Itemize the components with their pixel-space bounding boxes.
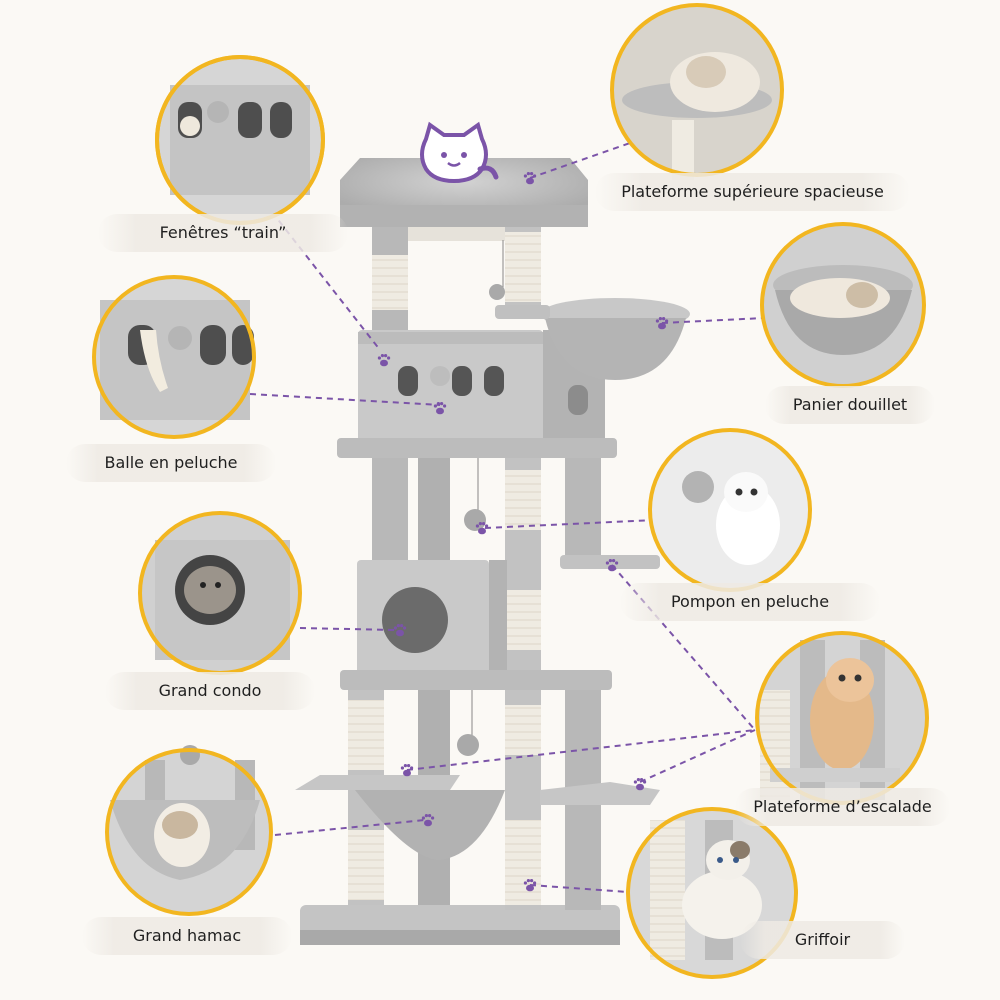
detail-photo-climbing-platform	[755, 631, 929, 805]
detail-circles	[92, 3, 929, 979]
label-large-hammock: Grand hamac	[82, 917, 292, 955]
train-windows-box	[358, 330, 543, 445]
large-hammock	[295, 775, 460, 790]
paw-icon	[400, 764, 414, 777]
detail-photo-plush-ball	[92, 275, 256, 439]
paw-icon	[377, 354, 391, 367]
top-platform	[340, 158, 588, 218]
scratching-post-1	[372, 255, 408, 310]
label-train-windows: Fenêtres “train”	[98, 214, 348, 252]
detail-photo-large-hammock	[105, 745, 273, 916]
label-plush-pompom: Pompon en peluche	[620, 583, 880, 621]
paw-icon	[633, 778, 647, 791]
connector-lines	[249, 142, 765, 893]
label-scratching-post: Griffoir	[740, 921, 905, 959]
label-large-condo: Grand condo	[105, 672, 315, 710]
cat-face-icon	[420, 121, 499, 184]
paw-icon	[523, 879, 537, 892]
detail-photo-large-condo	[138, 511, 302, 675]
paw-icon	[393, 624, 407, 637]
label-plush-ball: Balle en peluche	[66, 444, 276, 482]
climbing-platform	[540, 782, 660, 805]
label-cozy-basket: Panier douillet	[765, 386, 935, 424]
detail-photo-train-windows	[155, 55, 325, 225]
paw-icon	[655, 317, 669, 330]
paw-icon	[421, 814, 435, 827]
cat-tree	[295, 158, 690, 945]
paw-icon	[433, 402, 447, 415]
label-climbing-platform: Plateforme d’escalade	[735, 788, 950, 826]
label-top-platform: Plateforme supérieure spacieuse	[595, 173, 910, 211]
detail-photo-plush-pompom	[648, 428, 812, 592]
paw-icon	[523, 172, 537, 185]
paw-markers	[377, 172, 669, 892]
detail-photo-basket	[760, 222, 926, 388]
paw-icon	[605, 559, 619, 572]
paw-icon	[475, 522, 489, 535]
detail-photo-top-platform	[610, 3, 784, 180]
